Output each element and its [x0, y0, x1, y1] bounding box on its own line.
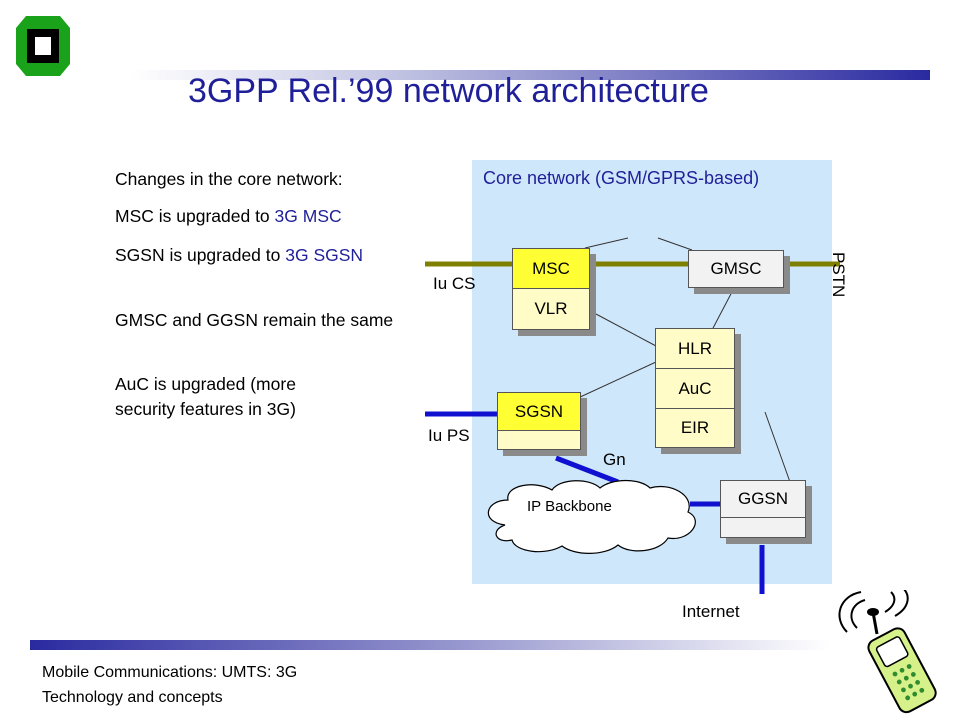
page-title: 3GPP Rel.’99 network architecture	[188, 72, 709, 110]
sgsn-node: SGSN	[497, 392, 581, 450]
footer: Mobile Communications: UMTS: 3G Technolo…	[42, 660, 297, 710]
gn-link	[555, 455, 619, 485]
sgsn-label: SGSN	[498, 393, 580, 432]
ggsn-lower-section	[721, 518, 805, 537]
footer-line-1: Mobile Communications: UMTS: 3G	[42, 664, 298, 681]
sgsn-hlr-link	[577, 361, 657, 399]
bullet-auc: AuC is upgraded (more security features …	[115, 374, 296, 419]
ip-backbone-label: IP Backbone	[527, 498, 612, 515]
bullet-gmsc-ggsn: GMSC and GGSN remain the same	[115, 310, 394, 330]
bullet-sgsn-text: SGSN is upgraded to	[115, 245, 286, 265]
hlr-auc-eir-node: HLR AuC EIR	[655, 328, 735, 448]
footer-rule	[30, 640, 830, 650]
vlr-hlr-link	[595, 313, 657, 347]
iu-cs-label: Iu CS	[433, 274, 476, 293]
mobile-phone-icon	[838, 590, 937, 714]
ggsn-node: GGSN	[720, 480, 806, 538]
auc-label: AuC	[656, 368, 734, 407]
bullet-msc-text: MSC is upgraded to	[115, 206, 275, 226]
title-rule	[130, 70, 930, 80]
ggsn-label: GGSN	[721, 481, 805, 519]
sgsn-lower-section	[498, 431, 580, 449]
iu-ps-label: Iu PS	[428, 426, 470, 445]
vlr-label: VLR	[513, 289, 589, 329]
bullet-msc-highlight: 3G MSC	[274, 206, 342, 226]
internet-label: Internet	[682, 602, 740, 621]
bullet-sgsn-highlight: 3G SGSN	[285, 245, 364, 265]
core-network-label: Core network (GSM/GPRS-based)	[483, 168, 760, 188]
msc-vlr-node: MSC VLR	[512, 248, 590, 330]
msc-gmsc-link-right	[657, 237, 693, 251]
hlr-ggsn-link	[764, 411, 791, 483]
ip-backbone-cloud	[487, 479, 696, 554]
bullet-core-changes: Changes in the core network:	[115, 169, 343, 189]
university-logo-icon	[16, 16, 70, 76]
pstn-label: PSTN	[829, 252, 848, 298]
hlr-label: HLR	[677, 338, 712, 358]
msc-label: MSC	[513, 249, 589, 289]
eir-label: EIR	[656, 407, 734, 447]
gn-label: Gn	[603, 450, 626, 469]
gmsc-hlr-link	[711, 289, 734, 331]
footer-line-2: Technology and concepts	[42, 689, 223, 706]
bullet-msc: MSC is upgraded to 3G MSC	[115, 204, 415, 229]
msc-gmsc-link-left	[584, 237, 629, 249]
gmsc-node: GMSC	[688, 250, 784, 288]
bullet-sgsn: SGSN is upgraded to 3G SGSN	[115, 243, 380, 268]
